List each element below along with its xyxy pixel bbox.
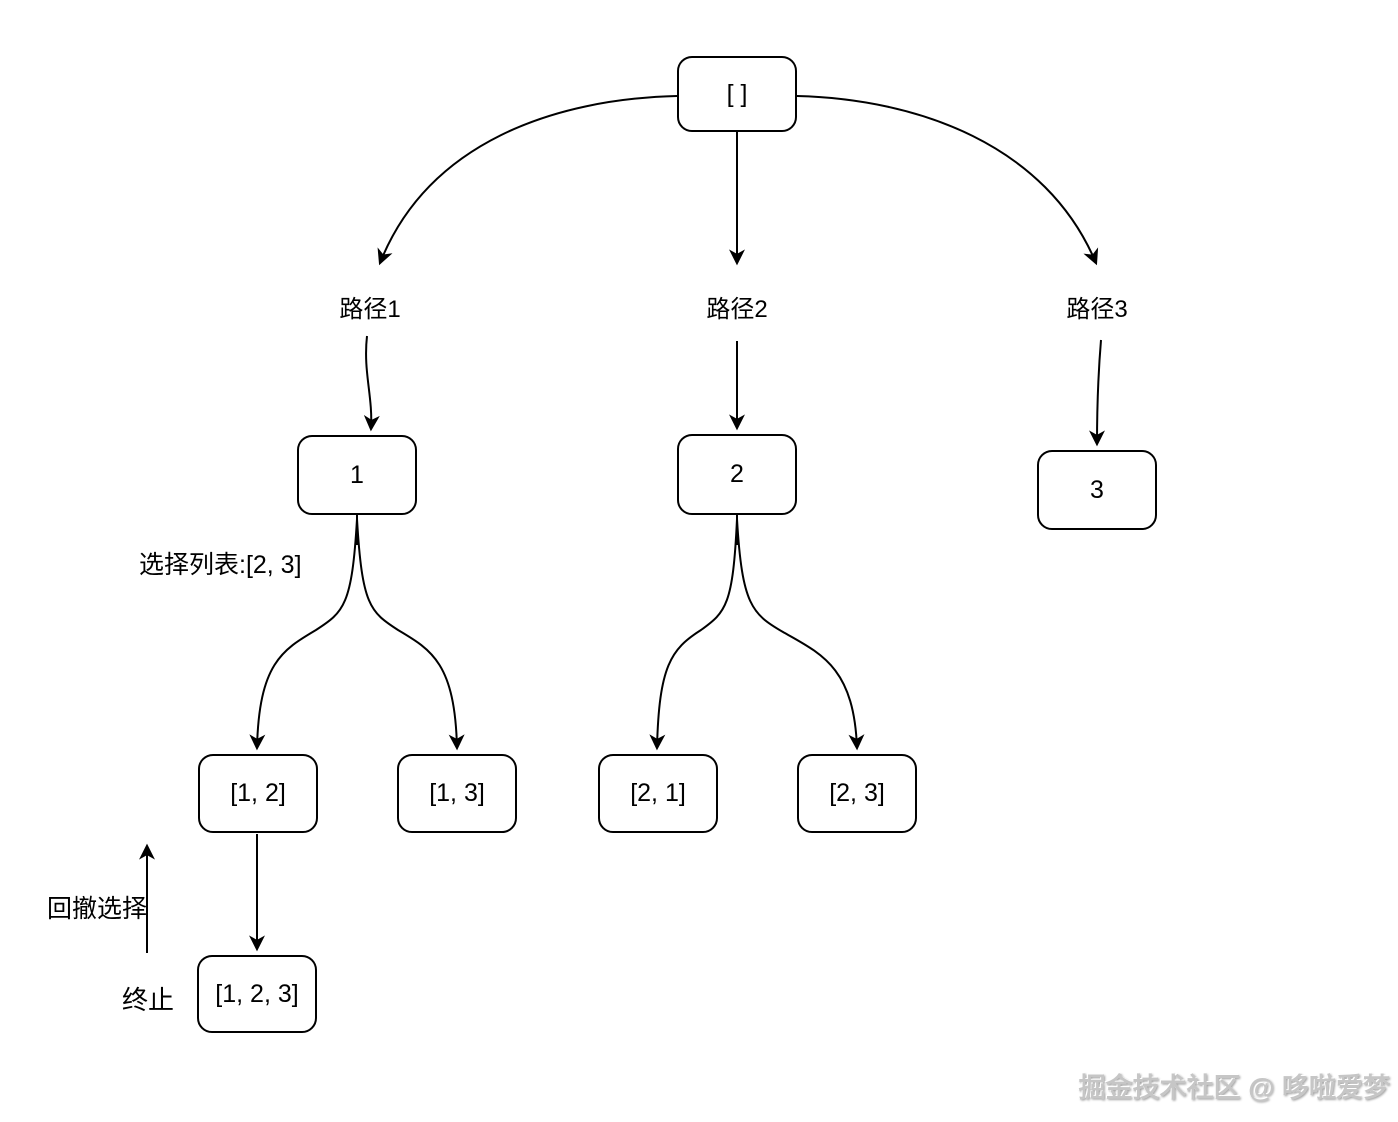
edge-path3-to-node3 [1089,339,1106,447]
label-terminate: 终止 [121,985,175,1015]
watermark-juejin-community: 掘金技术社区 @ 哆啦爱梦 [1078,1073,1390,1103]
node-2-3: [2, 3] [797,754,917,833]
label-choice-list: 选择列表:[2, 3] [139,551,302,579]
node-1: 1 [297,435,417,515]
label-path3: 路径3 [1066,296,1128,323]
node-1-2-3: [1, 2, 3] [197,955,317,1033]
node-root-empty-list: [ ] [677,56,797,132]
node-1-2: [1, 2] [198,754,318,833]
edge-node2-to-n23 [736,518,865,751]
edge-node1-to-n12 [249,518,358,751]
node-1-3: [1, 3] [397,754,517,833]
node-2-1: [2, 1] [598,754,718,833]
label-path1: 路径1 [339,296,401,323]
edge-path1-to-node1 [363,335,380,432]
edge-root-to-path1 [377,95,678,266]
edge-node1-to-n13 [356,518,465,751]
edge-node2-to-n21 [649,518,738,751]
label-path2: 路径2 [706,296,768,323]
node-2: 2 [677,434,797,515]
node-3: 3 [1037,450,1157,530]
edge-root-to-path3 [796,95,1099,266]
label-backtrack-choice: 回撤选择 [47,895,148,923]
